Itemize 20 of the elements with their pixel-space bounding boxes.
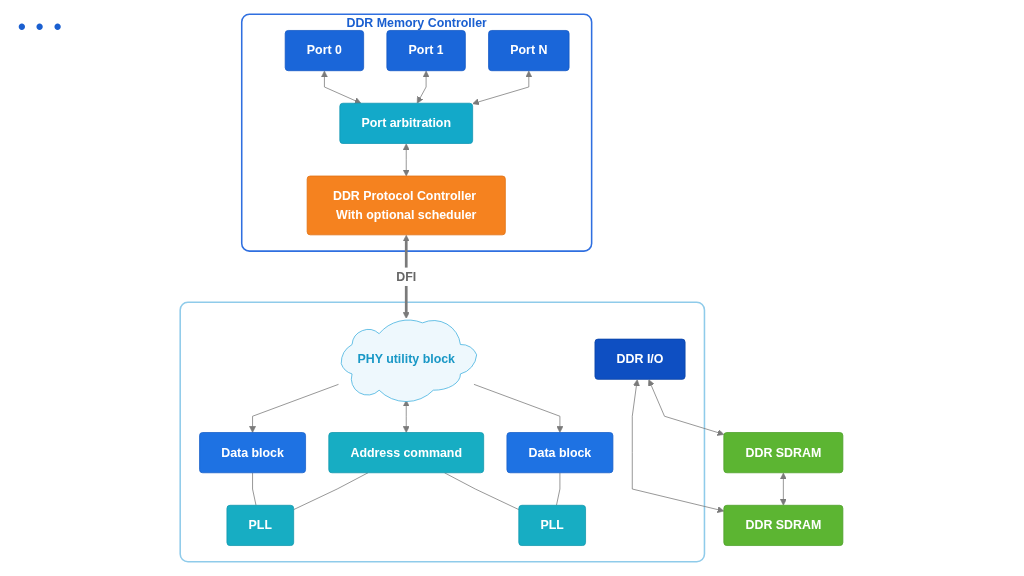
node-box: DDR I/O — [595, 338, 686, 380]
node-box: PLL — [518, 504, 587, 546]
connector — [293, 472, 369, 510]
connector — [556, 472, 561, 506]
ellipsis-text: • • • — [18, 14, 64, 40]
node-box: Port 0 — [285, 30, 365, 72]
edge-label: DFI — [396, 269, 417, 283]
node-box: Port arbitration — [339, 102, 474, 144]
node-box: Port N — [488, 30, 570, 72]
connector — [444, 472, 520, 510]
node-box: Address command — [328, 432, 485, 474]
node-box: Data block — [199, 432, 307, 474]
node-box: Port 1 — [386, 30, 467, 72]
node-box: DDR Protocol Controller With optional scheduler — [307, 175, 507, 236]
cluster — [179, 301, 706, 563]
node-box: DDR SDRAM — [723, 432, 844, 474]
node-box: PLL — [227, 504, 295, 546]
node-box: Data block — [506, 432, 614, 474]
connector — [252, 472, 257, 506]
node-box: DDR SDRAM — [723, 504, 844, 546]
